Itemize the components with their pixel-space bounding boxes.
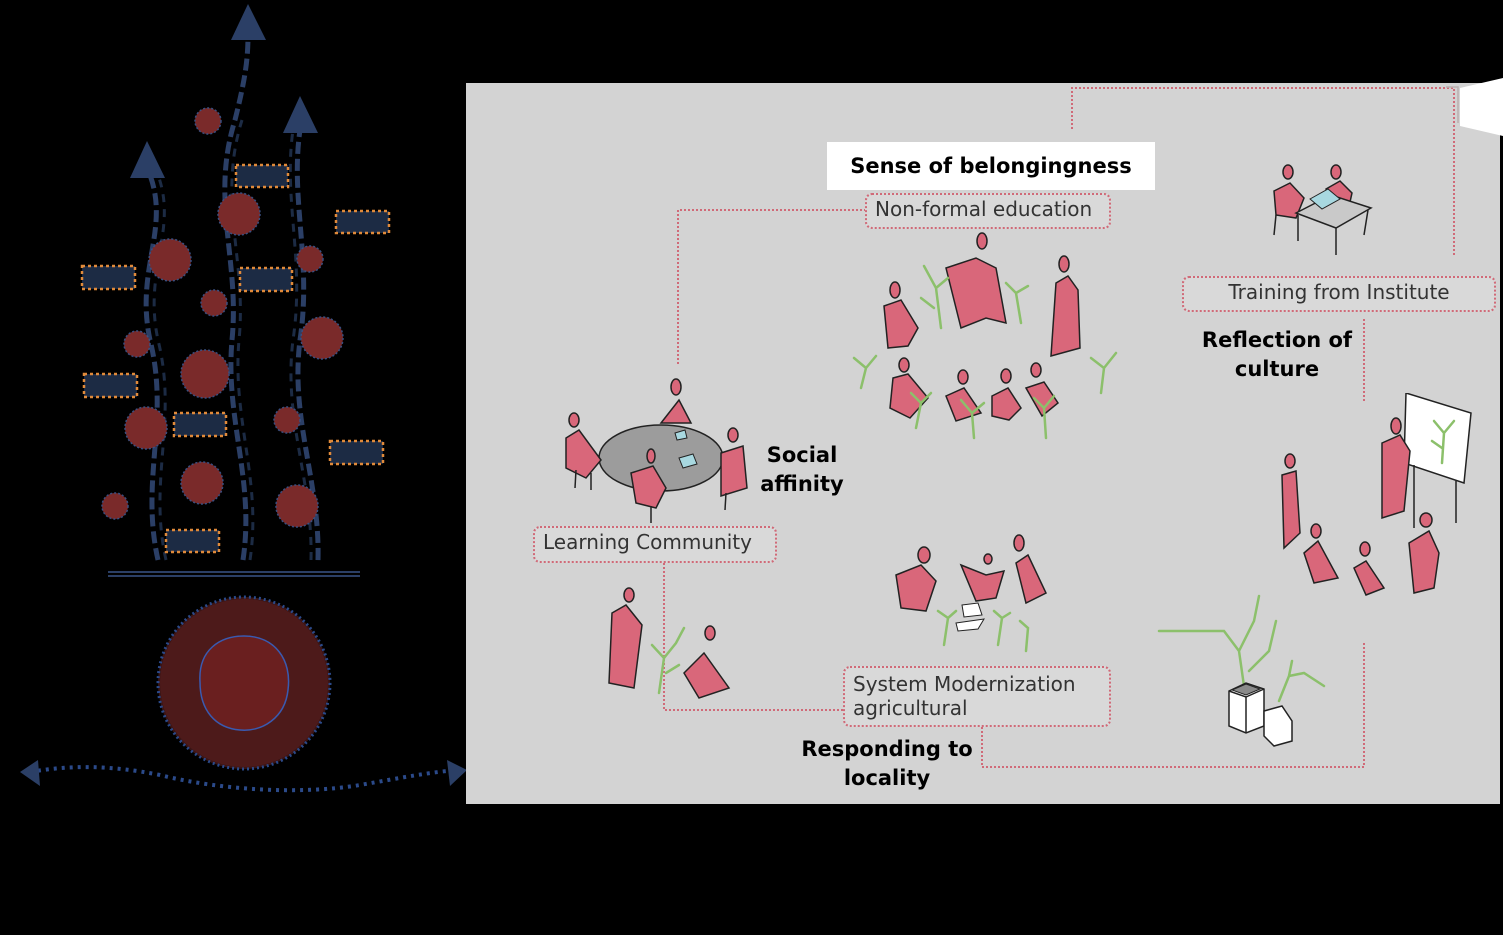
learning-community-illustration xyxy=(565,378,748,523)
horizontal-wave xyxy=(29,765,459,793)
system-modernization-line2: agricultural xyxy=(853,696,968,720)
panel-title: Sense of belongingness xyxy=(827,142,1155,190)
arrow-up-center xyxy=(231,4,266,40)
arrow-up-left xyxy=(130,141,165,178)
responding-line2: locality xyxy=(843,766,931,790)
non-formal-education-label: Non-formal education xyxy=(865,193,1111,229)
arrow-up-right xyxy=(283,96,318,133)
social-line2: affinity xyxy=(760,472,844,496)
responding-line1: Responding to xyxy=(801,737,973,761)
growth-diagram xyxy=(20,4,467,793)
connector-lines xyxy=(663,86,1459,768)
system-modernization-label: System Modernization agricultural xyxy=(843,666,1111,727)
responding-to-locality-label: Responding to locality xyxy=(792,735,982,793)
planter-illustration xyxy=(1157,594,1326,747)
community-plants-illustration xyxy=(608,587,731,699)
non-formal-education-illustration xyxy=(852,232,1118,440)
modernization-illustration xyxy=(895,534,1047,653)
social-line1: Social xyxy=(766,443,838,467)
stem-center xyxy=(222,34,251,561)
training-from-institute-label: Training from Institute xyxy=(1182,276,1496,312)
arrow-right xyxy=(447,760,467,786)
culture-illustration xyxy=(1281,393,1472,596)
training-illustration xyxy=(1273,164,1373,255)
learning-community-label: Learning Community xyxy=(533,526,777,563)
growth-nodes xyxy=(101,107,344,528)
reflection-of-culture-label: Reflection of culture xyxy=(1192,326,1362,384)
reflection-line2: culture xyxy=(1234,357,1320,381)
arrow-left xyxy=(20,760,40,786)
system-modernization-line1: System Modernization xyxy=(853,672,1076,696)
growth-tags xyxy=(80,163,391,554)
reflection-line1: Reflection of xyxy=(1201,328,1353,352)
social-affinity-label: Social affinity xyxy=(750,441,854,499)
stem-left xyxy=(143,174,161,561)
seed-core xyxy=(199,635,290,731)
corner-tab xyxy=(1460,78,1503,136)
concept-panel: Sense of belongingness Non-formal educat… xyxy=(466,83,1500,804)
